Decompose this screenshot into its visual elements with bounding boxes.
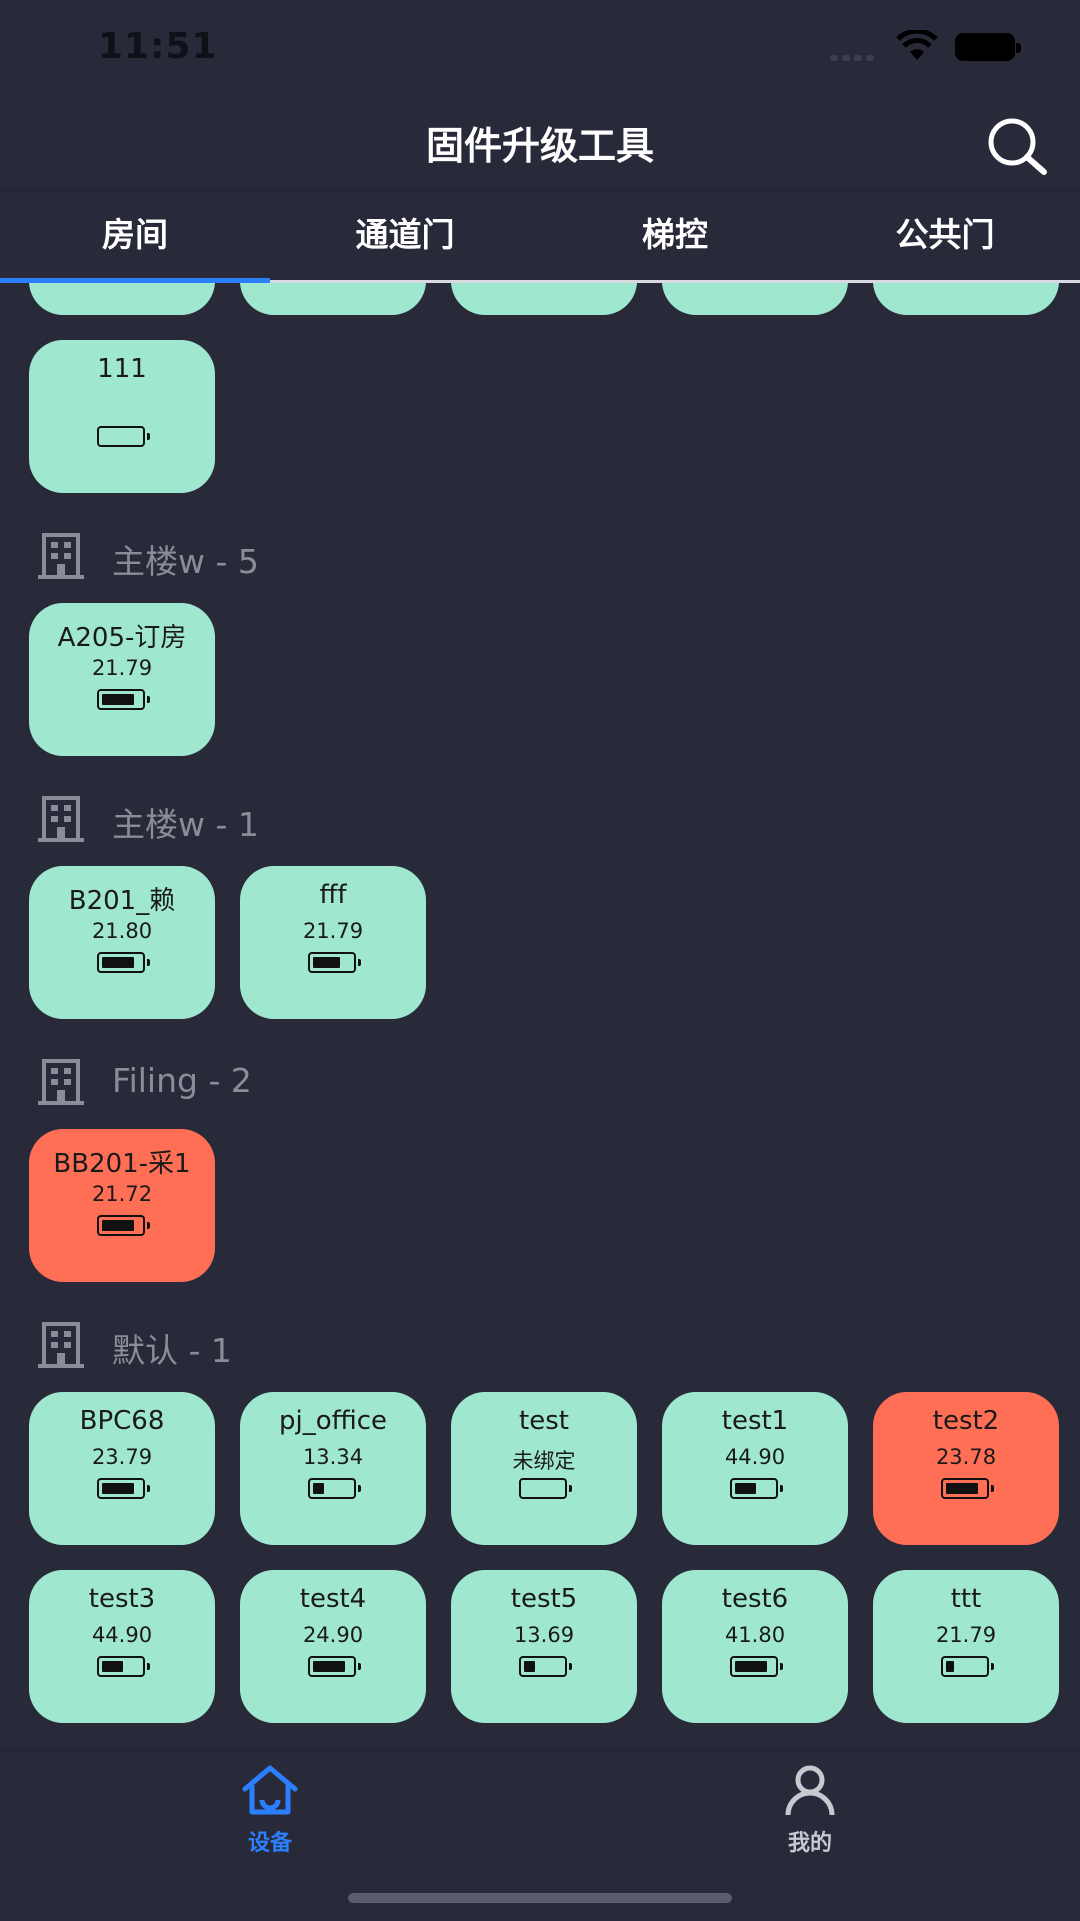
device-value: 44.90 bbox=[91, 1623, 153, 1647]
battery-level-icon bbox=[730, 1656, 783, 1677]
tab-public-doors[interactable]: 公共门 bbox=[895, 215, 995, 254]
device-name: pj_office bbox=[278, 1406, 388, 1436]
home-indicator bbox=[348, 1893, 732, 1903]
device-card[interactable]: BB201-采1 21.72 bbox=[29, 1129, 215, 1282]
device-card[interactable] bbox=[240, 283, 426, 315]
device-value: 41.80 bbox=[724, 1623, 786, 1647]
device-name: 111 bbox=[97, 354, 147, 384]
device-card[interactable] bbox=[873, 283, 1059, 315]
battery-level-icon bbox=[97, 952, 150, 973]
battery-level-icon bbox=[519, 1656, 572, 1677]
bottom-tab-label: 我的 bbox=[787, 1831, 832, 1856]
tab-elevator-control[interactable]: 梯控 bbox=[642, 215, 708, 254]
battery-level-icon bbox=[308, 952, 361, 973]
device-name: BPC68 bbox=[79, 1406, 165, 1436]
device-name: test5 bbox=[510, 1584, 578, 1614]
active-tab-indicator bbox=[0, 278, 270, 283]
building-icon bbox=[38, 796, 84, 842]
device-value: 21.72 bbox=[91, 1182, 153, 1206]
device-card[interactable]: fff 21.79 bbox=[240, 866, 426, 1019]
tab-rooms[interactable]: 房间 bbox=[102, 215, 168, 254]
device-value: 未绑定 bbox=[512, 1449, 576, 1473]
device-name: BB201-采1 bbox=[53, 1149, 191, 1179]
navigation-bar: 固件升级工具 bbox=[0, 95, 1080, 191]
group-label: 主楼w - 5 bbox=[112, 542, 259, 581]
device-card[interactable]: test3 44.90 bbox=[29, 1570, 215, 1723]
device-card[interactable]: test4 24.90 bbox=[240, 1570, 426, 1723]
device-card[interactable]: pj_office 13.34 bbox=[240, 1392, 426, 1545]
bottom-tab-label: 设备 bbox=[247, 1831, 292, 1856]
battery-level-icon bbox=[308, 1478, 361, 1499]
device-name: test1 bbox=[721, 1406, 789, 1436]
wifi-icon bbox=[896, 30, 938, 60]
group-label: 默认 - 1 bbox=[112, 1331, 232, 1370]
bottom-tab-bar: 设备 我的 bbox=[0, 1750, 1080, 1921]
device-card[interactable]: test2 23.78 bbox=[873, 1392, 1059, 1545]
device-name: A205-订房 bbox=[57, 623, 187, 653]
device-value: 21.80 bbox=[91, 919, 153, 943]
device-card[interactable] bbox=[29, 283, 215, 315]
device-name: ttt bbox=[950, 1584, 982, 1614]
battery-level-icon bbox=[97, 1656, 150, 1677]
tab-passage-doors[interactable]: 通道门 bbox=[355, 215, 455, 254]
device-value: 21.79 bbox=[91, 656, 153, 680]
device-value: 24.90 bbox=[302, 1623, 364, 1647]
device-value: 21.79 bbox=[935, 1623, 997, 1647]
device-name: test6 bbox=[721, 1584, 789, 1614]
battery-level-icon bbox=[941, 1478, 994, 1499]
battery-level-icon bbox=[97, 689, 150, 710]
home-icon bbox=[242, 1765, 298, 1815]
group-label: 主楼w - 1 bbox=[112, 805, 259, 844]
battery-level-icon bbox=[97, 426, 150, 447]
search-icon[interactable] bbox=[982, 115, 1052, 175]
bottom-tab-devices[interactable]: 设备 bbox=[170, 1763, 370, 1857]
device-value: 13.69 bbox=[513, 1623, 575, 1647]
status-bar: 11:51 bbox=[0, 0, 1080, 95]
device-name: B201_赖 bbox=[68, 886, 176, 916]
battery-icon bbox=[955, 33, 1021, 61]
device-card[interactable]: ttt 21.79 bbox=[873, 1570, 1059, 1723]
device-card[interactable]: B201_赖 21.80 bbox=[29, 866, 215, 1019]
user-icon bbox=[785, 1765, 835, 1816]
cellular-signal-icon bbox=[830, 46, 878, 65]
device-card[interactable] bbox=[662, 283, 848, 315]
device-name: test bbox=[519, 1406, 569, 1436]
building-icon bbox=[38, 1322, 84, 1368]
battery-level-icon bbox=[308, 1656, 361, 1677]
page-title: 固件升级工具 bbox=[425, 124, 654, 168]
device-card[interactable] bbox=[451, 283, 637, 315]
device-card[interactable]: 111 bbox=[29, 340, 215, 493]
battery-level-icon bbox=[730, 1478, 783, 1499]
device-value: 21.79 bbox=[302, 919, 364, 943]
device-value: 23.79 bbox=[91, 1445, 153, 1469]
device-card[interactable]: BPC68 23.79 bbox=[29, 1392, 215, 1545]
device-name: fff bbox=[319, 880, 347, 910]
bottom-tab-mine[interactable]: 我的 bbox=[710, 1763, 910, 1857]
status-time: 11:51 bbox=[98, 26, 218, 67]
device-name: test2 bbox=[932, 1406, 1000, 1436]
device-value: 13.34 bbox=[302, 1445, 364, 1469]
building-icon bbox=[38, 533, 84, 579]
device-card[interactable]: A205-订房 21.79 bbox=[29, 603, 215, 756]
battery-level-icon bbox=[97, 1478, 150, 1499]
device-card[interactable]: test6 41.80 bbox=[662, 1570, 848, 1723]
device-card[interactable]: test1 44.90 bbox=[662, 1392, 848, 1545]
battery-level-icon bbox=[519, 1478, 572, 1499]
device-value: 23.78 bbox=[935, 1445, 997, 1469]
device-name: test4 bbox=[299, 1584, 367, 1614]
group-label: Filing - 2 bbox=[112, 1061, 252, 1100]
device-value: 44.90 bbox=[724, 1445, 786, 1469]
device-name: test3 bbox=[88, 1584, 156, 1614]
device-card[interactable]: test5 13.69 bbox=[451, 1570, 637, 1723]
device-list[interactable]: 111 主楼w - 5 A205-订房 21.79 主楼w - 1 B201_赖 21.80… bbox=[0, 283, 1080, 1750]
category-tabs: 房间 通道门 梯控 公共门 bbox=[0, 190, 1080, 283]
battery-level-icon bbox=[941, 1656, 994, 1677]
building-icon bbox=[38, 1059, 84, 1105]
battery-level-icon bbox=[97, 1215, 150, 1236]
device-card[interactable]: test 未绑定 bbox=[451, 1392, 637, 1545]
